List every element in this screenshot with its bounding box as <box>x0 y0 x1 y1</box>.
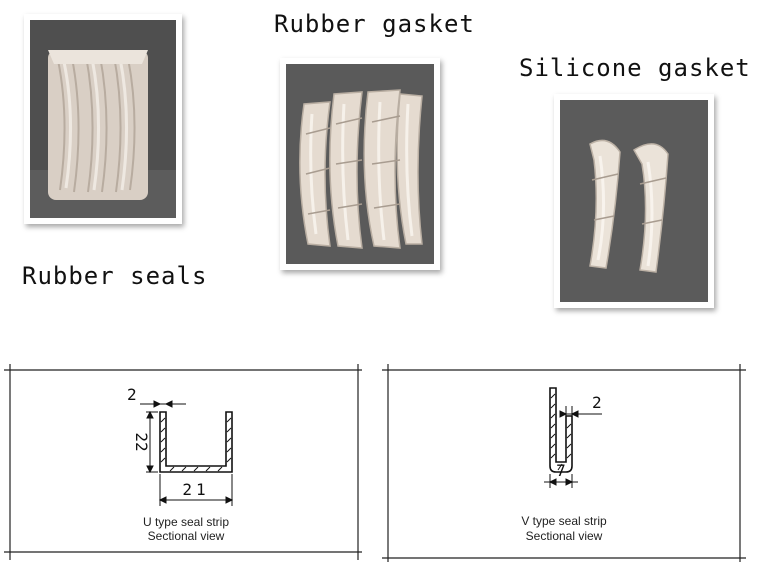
u-height-value: 22 <box>132 432 151 451</box>
u-type-title: U type seal strip <box>143 515 229 529</box>
u-width-value: 21 <box>182 480 209 499</box>
rubber-seals-photo <box>24 14 182 224</box>
v-width-dimension <box>544 474 578 488</box>
v-frame-border <box>382 364 746 562</box>
v-type-title: V type seal strip <box>521 514 607 528</box>
v-width-value: 7 <box>556 461 566 480</box>
u-type-subtitle: Sectional view <box>148 529 225 543</box>
v-type-drawing: 2 7 V type seal strip Sectional view <box>382 364 746 562</box>
u-frame-border <box>4 364 362 560</box>
rubber-gasket-photo <box>280 58 440 270</box>
v-thickness-dimension <box>559 406 602 422</box>
rubber-seals-caption: Rubber seals <box>22 262 208 290</box>
u-thickness-dimension <box>140 400 186 408</box>
rubber-gasket-caption: Rubber gasket <box>274 10 475 38</box>
v-type-subtitle: Sectional view <box>526 529 603 543</box>
u-thickness-value: 2 <box>127 385 137 404</box>
v-thickness-value: 2 <box>592 393 602 412</box>
rubber-gasket-image <box>286 64 434 264</box>
silicone-gasket-image <box>560 100 708 302</box>
silicone-gasket-caption: Silicone gasket <box>519 54 751 82</box>
u-type-drawing: 2 22 21 U type seal strip Sectional view <box>4 364 362 560</box>
rubber-seals-image <box>30 20 176 218</box>
silicone-gasket-photo <box>554 94 714 308</box>
u-width-dimension <box>158 474 234 506</box>
u-profile-section <box>159 411 233 473</box>
u-height-dimension <box>146 410 158 474</box>
v-profile-section <box>549 387 573 473</box>
